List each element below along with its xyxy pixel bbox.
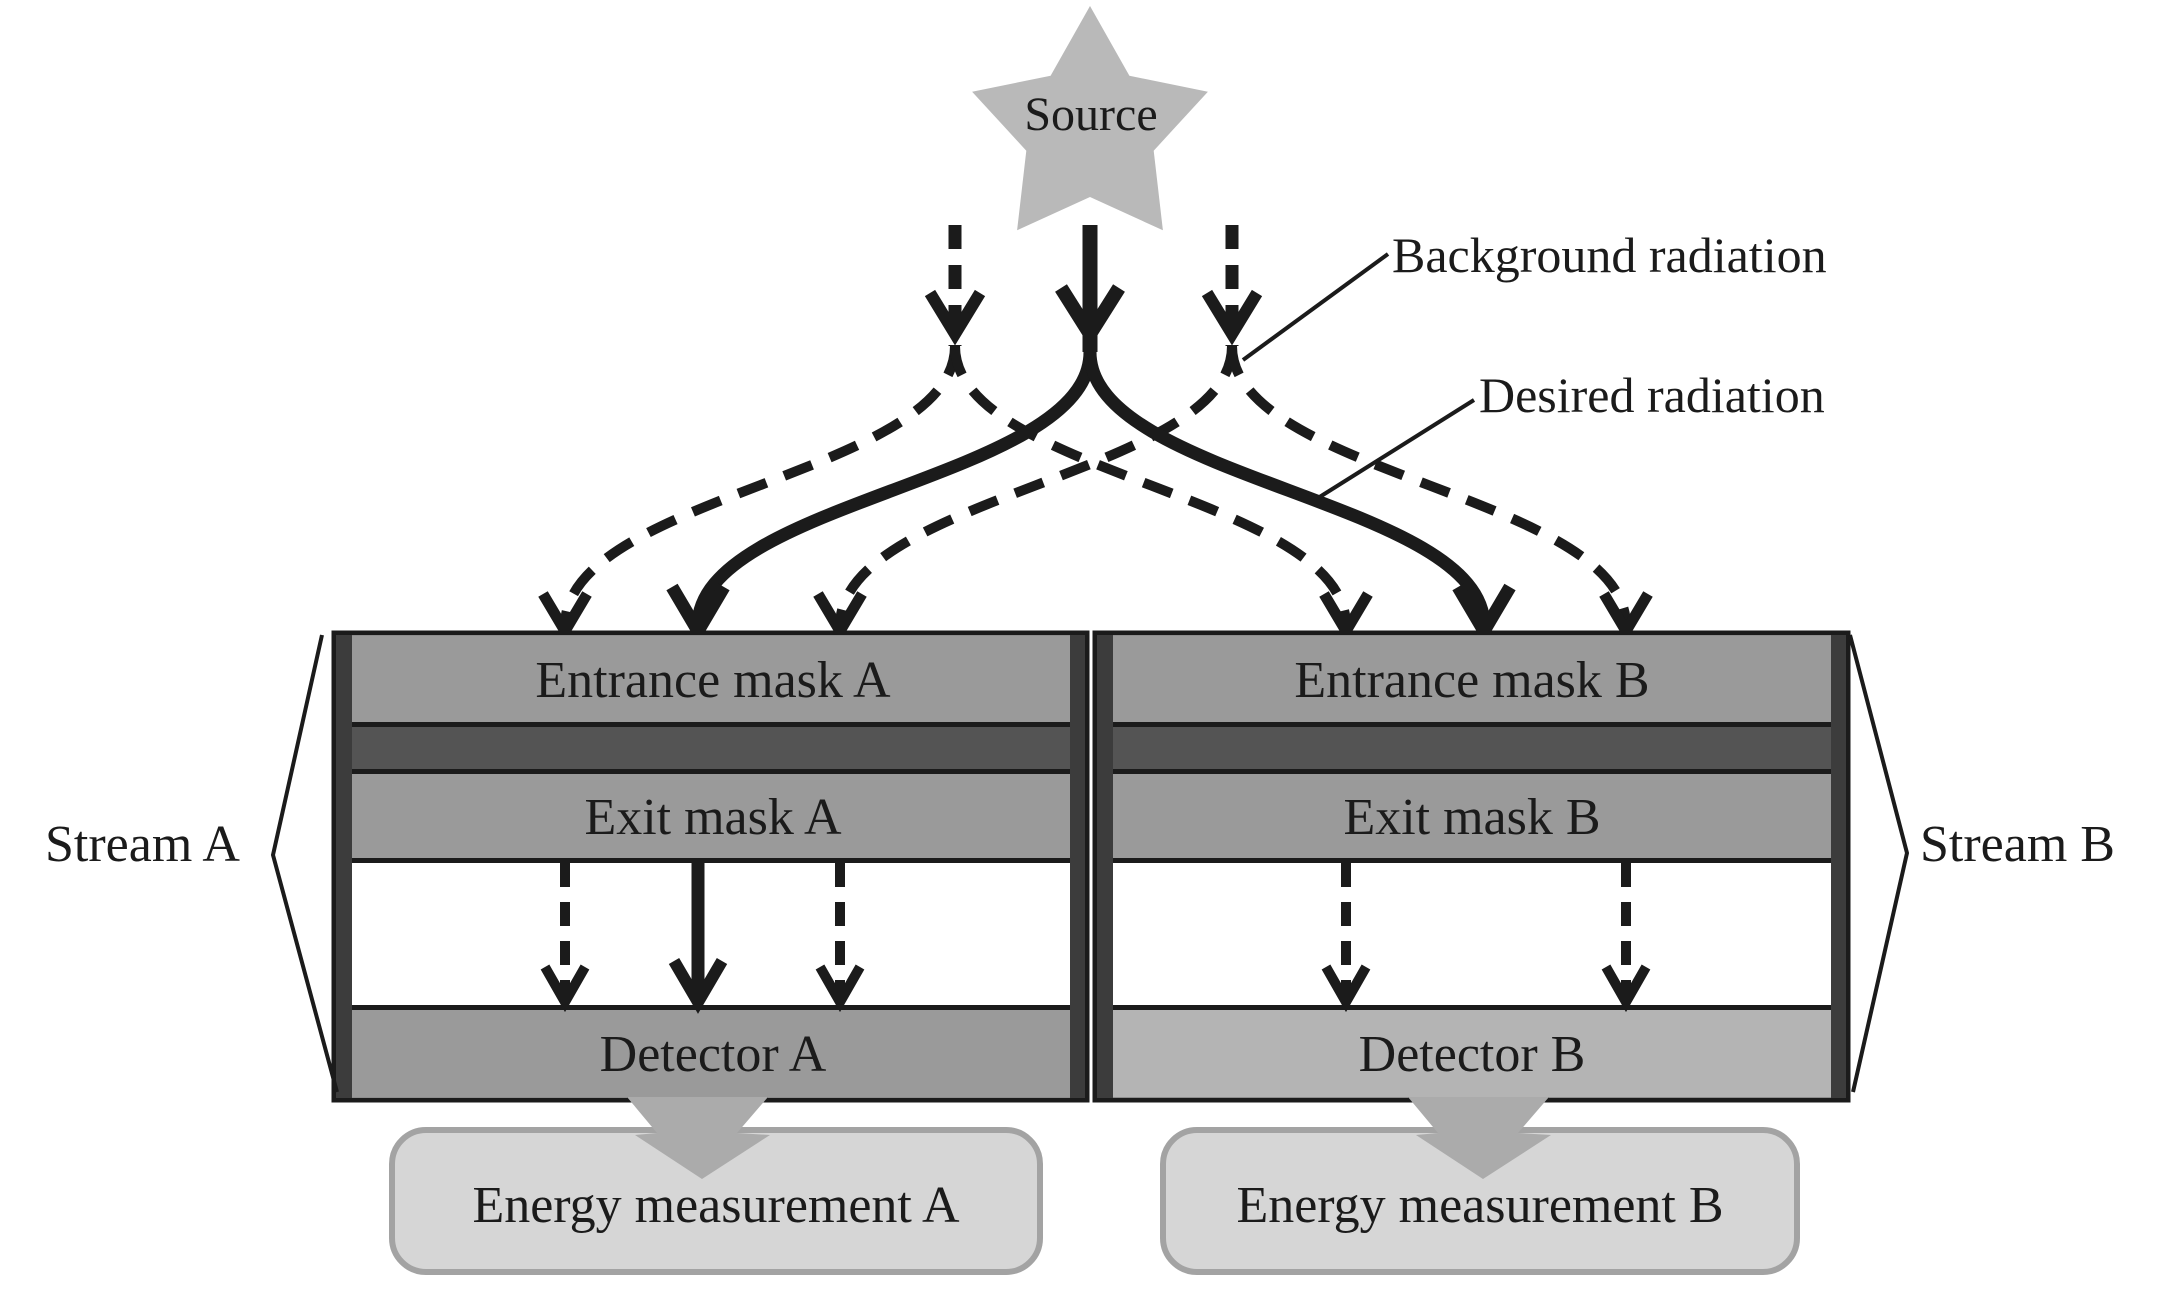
band-divider [1112, 858, 1831, 863]
separator-band-a [351, 727, 1070, 769]
legend: Background radiation Desired radiation [1241, 227, 1827, 500]
energy-measurement-b-label: Energy measurement B [1236, 1177, 1723, 1234]
arrowhead-icon [540, 964, 590, 1013]
arrowhead-icon [1201, 289, 1263, 346]
energy-boxes: Energy measurement A Energy measurement … [389, 1097, 1800, 1275]
background-curve-to-b-right [1227, 345, 1631, 627]
stream-b-left-wall [1097, 635, 1113, 1098]
desired-curve-to-a-center [691, 351, 1097, 627]
background-curve-to-b-left [950, 345, 1351, 627]
band-divider [351, 858, 1070, 863]
star-icon [972, 6, 1208, 231]
desired-radiation-label: Desired radiation [1479, 367, 1825, 423]
stream-a-left-wall [336, 635, 352, 1098]
detector-b-band [1112, 1010, 1831, 1097]
band-divider [351, 1005, 1070, 1010]
arrowhead-icon [1601, 964, 1651, 1013]
internal-arrows [540, 863, 1651, 1014]
band-divider [1112, 1005, 1831, 1010]
detector-a-band [351, 1010, 1070, 1097]
band-divider [1112, 769, 1831, 774]
entrance-mask-b-label: Entrance mask B [1294, 652, 1649, 709]
stream-b-bracket [1848, 634, 1910, 1093]
band-divider [1112, 722, 1831, 727]
desired-leader-line [1316, 398, 1476, 500]
fat-down-arrow-b-icon [1408, 1097, 1551, 1179]
source-beams [538, 225, 1653, 644]
stream-a-bracket [270, 634, 339, 1093]
entrance-mask-b-band [1112, 636, 1831, 722]
exit-mask-b-band [1112, 774, 1831, 858]
exit-mask-a-label: Exit mask A [584, 789, 842, 846]
stream-brackets: Stream A Stream B [45, 634, 2115, 1093]
desired-curve-to-b-center [1083, 351, 1491, 627]
band-divider [351, 722, 1070, 727]
arrowhead-icon [668, 957, 728, 1014]
detector-a-label: Detector A [600, 1026, 827, 1083]
stream-a-block: Entrance mask A Exit mask A Detector A [331, 630, 1090, 1103]
stream-a-right-wall [1070, 635, 1085, 1098]
separator-band-b [1112, 727, 1831, 769]
fat-down-arrow-a-icon [627, 1097, 770, 1179]
stream-a-label: Stream A [45, 816, 240, 873]
stream-b-block: Entrance mask B Exit mask B Detector B [1092, 630, 1851, 1103]
source-star-group: Source [972, 6, 1208, 231]
entrance-mask-a-label: Entrance mask A [535, 652, 891, 709]
exit-mask-b-label: Exit mask B [1343, 789, 1600, 846]
arrowhead-icon [815, 964, 865, 1013]
background-curve-to-a-right [835, 345, 1237, 627]
energy-measurement-a-label: Energy measurement A [472, 1177, 960, 1234]
stream-b-right-wall [1831, 635, 1846, 1098]
background-radiation-label: Background radiation [1392, 227, 1827, 283]
background-leader-line [1241, 252, 1390, 362]
stream-b-label: Stream B [1920, 816, 2115, 873]
entrance-mask-a-band [351, 636, 1070, 722]
exit-mask-a-band [351, 774, 1070, 858]
source-label: Source [1024, 88, 1157, 141]
arrowhead-icon [1055, 284, 1125, 348]
arrowhead-icon [924, 289, 986, 346]
arrowhead-icon [1321, 964, 1371, 1013]
band-divider [351, 769, 1070, 774]
background-curve-to-a-left [560, 345, 960, 627]
detector-b-label: Detector B [1359, 1026, 1586, 1083]
